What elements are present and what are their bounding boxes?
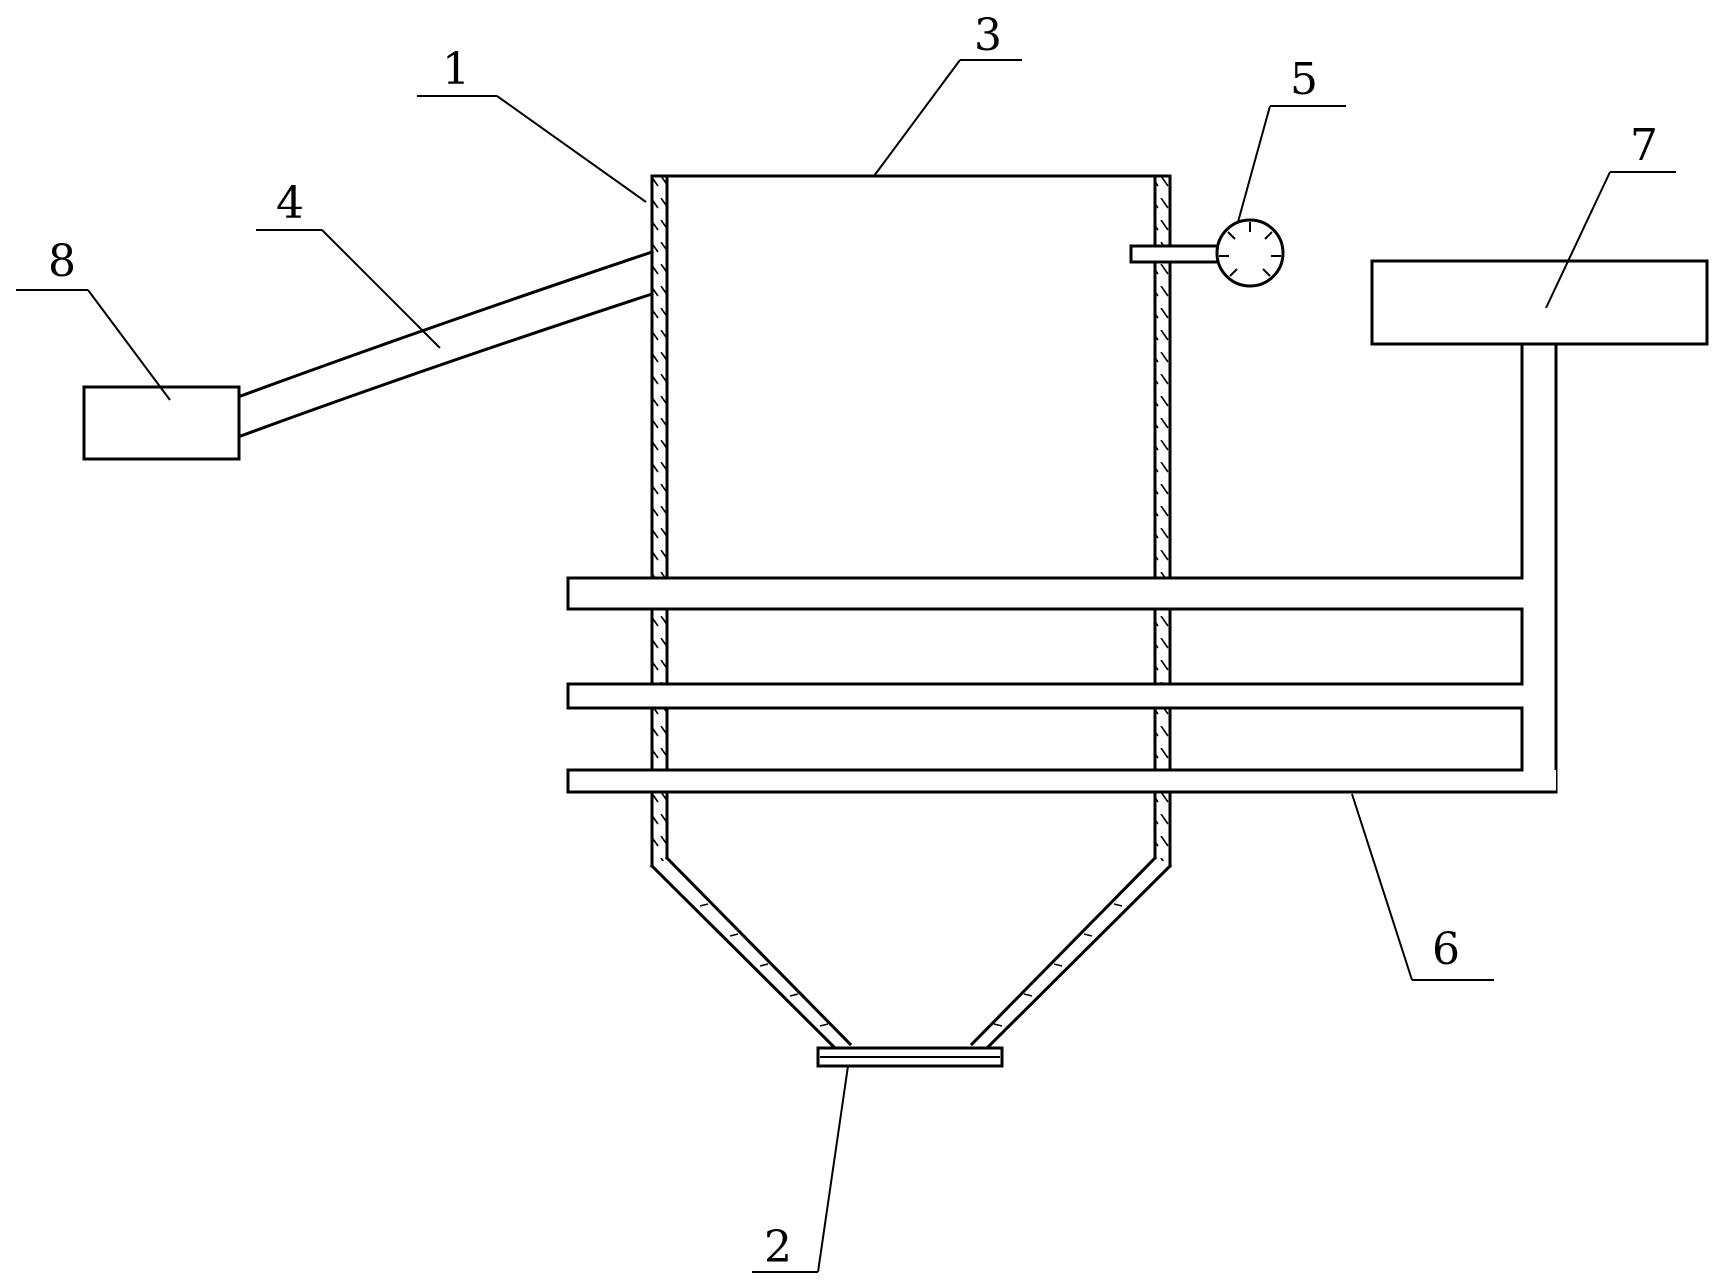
tank-right-wall bbox=[1153, 174, 1172, 868]
label-4: 4 bbox=[276, 178, 304, 229]
unit-8-box bbox=[82, 385, 241, 461]
pressure-gauge-icon bbox=[1129, 218, 1285, 288]
label-8: 8 bbox=[48, 236, 76, 287]
label-1: 1 bbox=[442, 44, 470, 95]
label-7: 7 bbox=[1630, 120, 1658, 171]
unit-7-box bbox=[1370, 259, 1709, 346]
tank-conical-bottom bbox=[649, 855, 1173, 1051]
heating-pipe-manifold bbox=[566, 342, 1558, 794]
label-5: 5 bbox=[1290, 54, 1318, 105]
label-6: 6 bbox=[1432, 924, 1460, 975]
inlet-pipe bbox=[236, 250, 654, 439]
leader-lines bbox=[16, 59, 1676, 1273]
tank-left-wall bbox=[650, 174, 669, 868]
label-2: 2 bbox=[764, 1222, 792, 1273]
label-3: 3 bbox=[974, 10, 1002, 61]
